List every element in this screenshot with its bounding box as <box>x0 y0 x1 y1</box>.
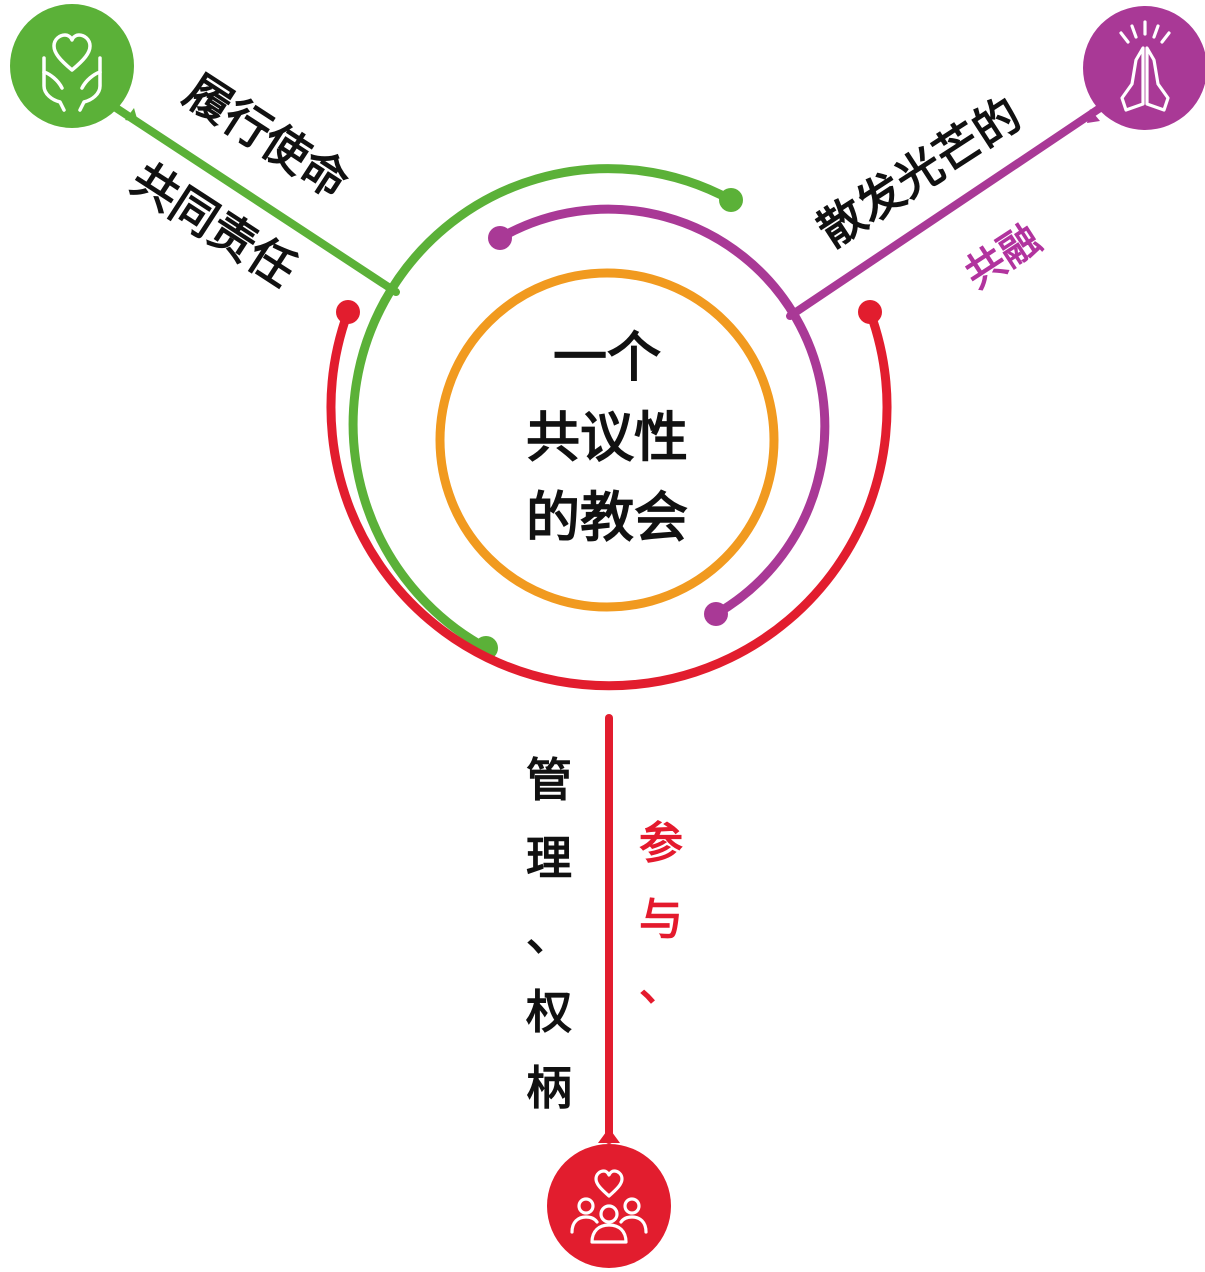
red-arc <box>326 307 892 691</box>
orange-inner-ring <box>435 268 779 612</box>
purple-arc-end-dot-top <box>488 226 512 250</box>
community-heart-icon <box>570 1169 648 1244</box>
red-label-right-char: 参 <box>639 818 683 869</box>
red-arc-end-dot-left <box>336 300 360 324</box>
red-label-left-char: 、 <box>526 907 572 961</box>
purple-arc-end-dot-bottom <box>704 602 728 626</box>
green-arc-end-dot-top <box>719 188 743 212</box>
purple-arc <box>495 204 830 619</box>
red-label-right-column: 参 与 、 <box>639 818 683 1011</box>
red-label-left-char: 柄 <box>526 1061 572 1115</box>
green-pin-badge <box>10 4 138 128</box>
red-label-left-char: 理 <box>526 831 572 885</box>
center-title-line-2: 共议性 <box>526 406 688 469</box>
green-connector-line <box>106 100 400 296</box>
heart-in-hands-icon <box>42 33 102 112</box>
center-title-line-1: 一个 <box>553 326 661 389</box>
red-label-right-char: 与 <box>639 894 683 945</box>
red-label-right-char: 、 <box>639 960 683 1011</box>
purple-connector-line <box>786 100 1110 320</box>
center-title-line-3: 的教会 <box>526 486 688 549</box>
green-arc <box>348 164 736 653</box>
red-label-left-column: 管 理 、 权 柄 <box>525 753 572 1115</box>
red-arc-end-dot-right <box>858 300 882 324</box>
purple-label-accent: 共融 <box>957 216 1049 298</box>
red-label-left-char: 权 <box>525 985 572 1039</box>
purple-pin-badge <box>1083 6 1205 130</box>
praying-hands-icon <box>1119 20 1171 112</box>
red-label-left-char: 管 <box>526 753 572 807</box>
red-pin-badge <box>547 1128 671 1268</box>
